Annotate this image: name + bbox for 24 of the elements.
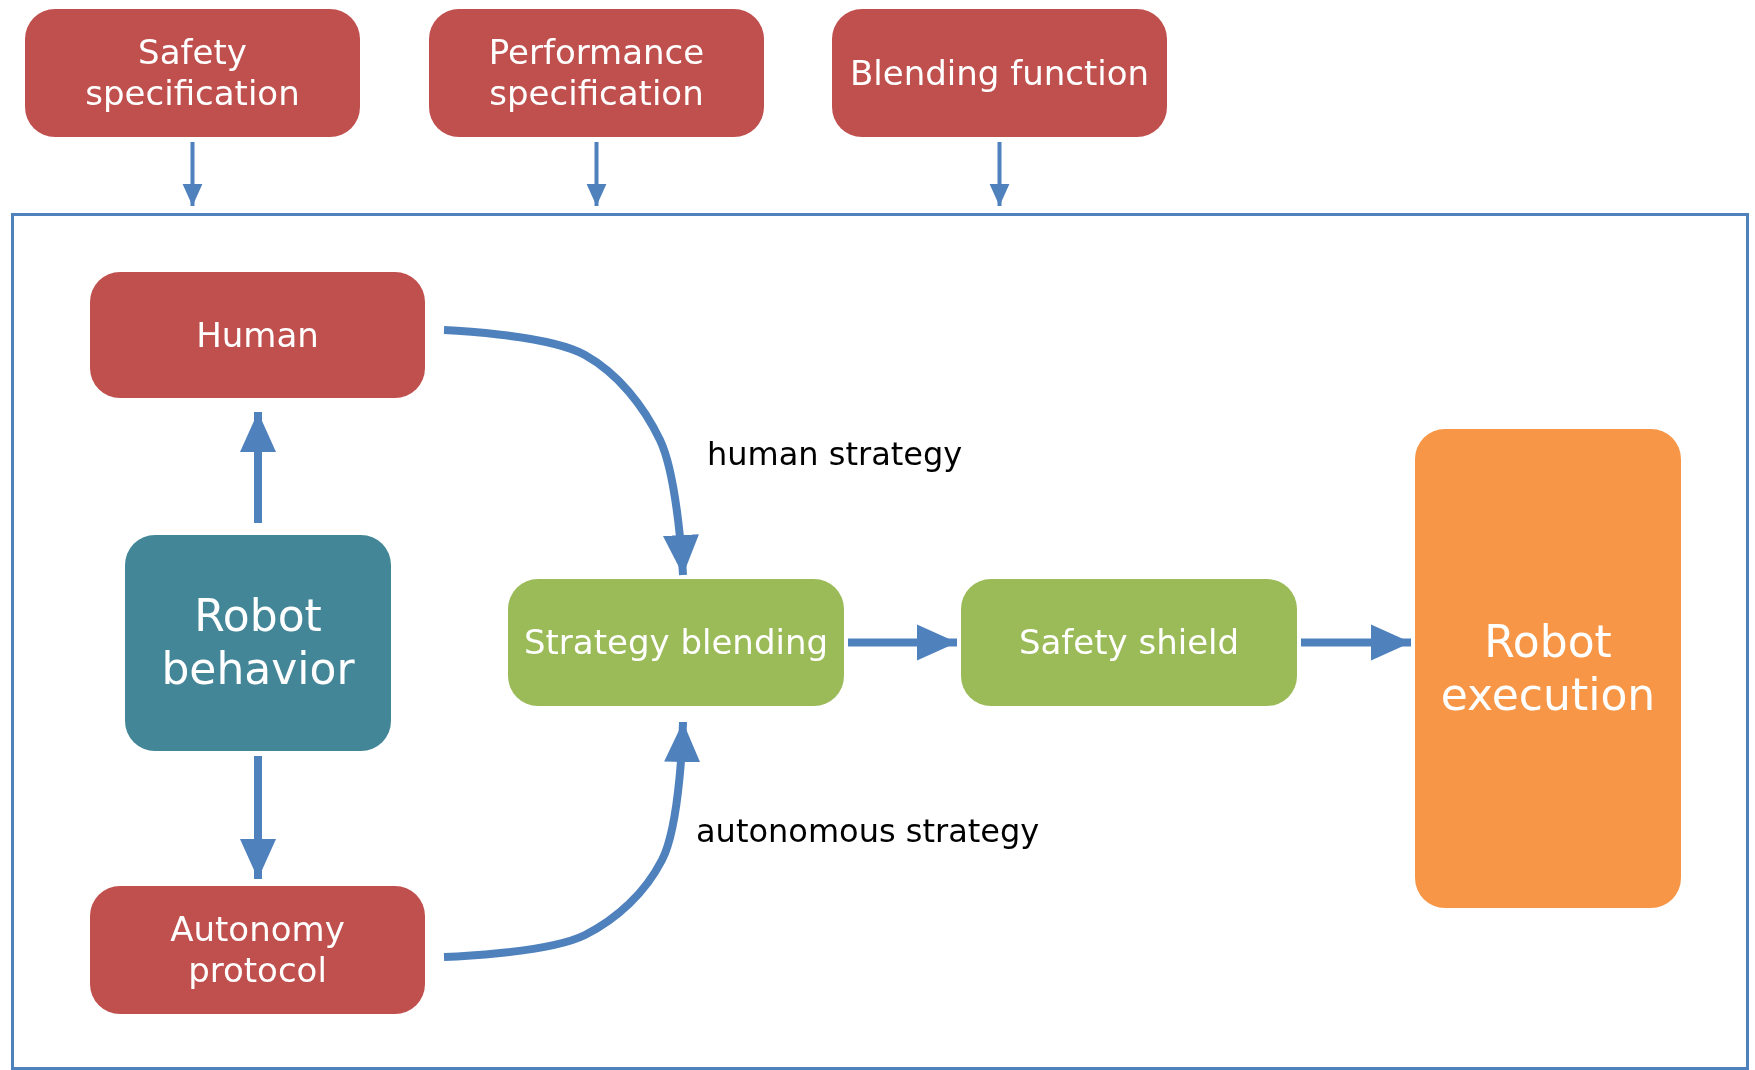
arrow [989,142,1010,206]
node-label: Robot execution [1439,615,1657,722]
arrow [443,326,699,576]
process-box [1415,429,1681,908]
arrow [443,721,700,961]
process-box [25,9,360,137]
arrow [586,142,607,206]
node-label: Human [195,314,320,356]
node-label: Performance specification [487,32,706,114]
process-box [961,579,1297,706]
node-label: Strategy blending [522,622,830,663]
node-label: Autonomy protocol [169,909,346,991]
process-box [125,535,391,751]
process-box [429,9,764,137]
frame-box [11,213,1749,1070]
process-box [90,272,425,398]
node-label: Blending function [848,52,1151,94]
node-label: Robot behavior [160,590,356,696]
node-label: Safety shield [1017,622,1241,663]
process-box [508,579,844,706]
node-label: Safety specification [84,32,301,114]
process-box [832,9,1167,137]
arrow [182,142,203,206]
process-box [90,886,425,1014]
